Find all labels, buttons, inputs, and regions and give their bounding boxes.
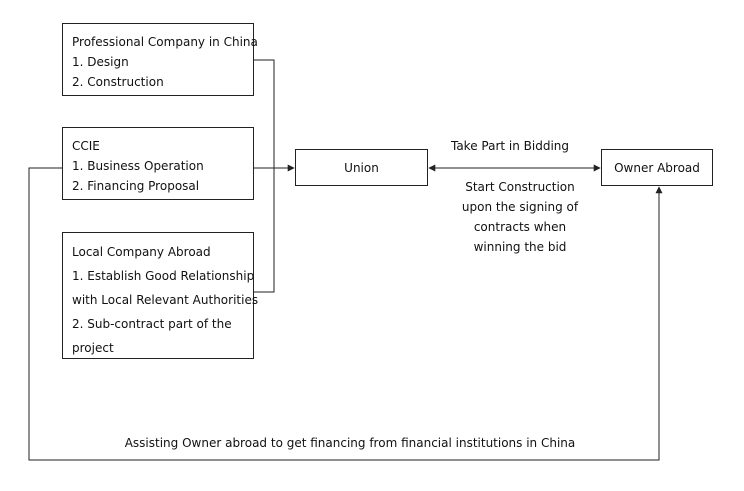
box-union: Union — [295, 149, 428, 186]
box-professional-company: Professional Company in China 1. Design … — [62, 23, 258, 96]
label-financing: Assisting Owner abroad to get financing … — [124, 436, 576, 450]
box-local-company: Local Company Abroad 1. Establish Good R… — [62, 232, 259, 359]
label-bidding: Take Part in Bidding — [450, 139, 570, 153]
label-line: winning the bid — [473, 240, 567, 254]
box-title: Local Company Abroad — [72, 245, 211, 259]
label-line: Start Construction — [465, 180, 575, 194]
box-ccie: CCIE 1. Business Operation 2. Financing … — [62, 127, 254, 200]
box-item: 1. Business Operation — [72, 159, 204, 173]
box-title: Professional Company in China — [72, 35, 258, 49]
label-line: contracts when — [473, 220, 567, 234]
box-item: 2. Financing Proposal — [72, 179, 200, 193]
connector-professional-bracket — [254, 59, 275, 293]
box-item: 1. Design — [72, 55, 129, 69]
box-label: Union — [344, 160, 379, 175]
box-title: CCIE — [72, 139, 100, 153]
box-item: with Local Relevant Authorities — [72, 293, 259, 307]
box-item: 2. Sub-contract part of the — [72, 317, 232, 331]
label-line: upon the signing of — [461, 200, 579, 214]
box-item: project — [72, 341, 114, 355]
arrow-financing-loop — [28, 167, 663, 461]
box-owner-abroad: Owner Abroad — [601, 149, 713, 186]
box-item: 2. Construction — [72, 75, 164, 89]
box-item: 1. Establish Good Relationship — [72, 269, 255, 283]
label-construction: Start Construction upon the signing of c… — [430, 177, 610, 257]
box-label: Owner Abroad — [614, 160, 700, 175]
